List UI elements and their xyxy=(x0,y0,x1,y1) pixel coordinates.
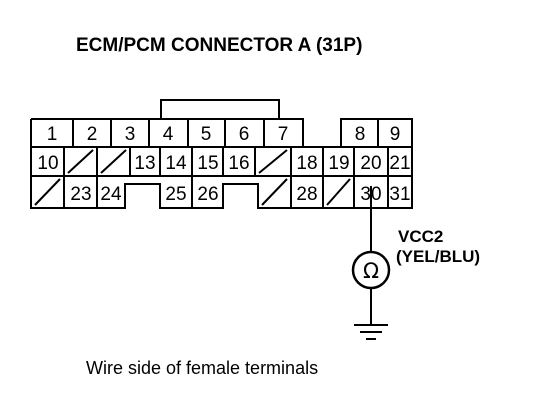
ground-icon xyxy=(354,324,388,340)
pin-10: 10 xyxy=(37,153,58,174)
pin-28: 28 xyxy=(296,184,317,205)
pin-2: 2 xyxy=(87,124,98,145)
pin-3: 3 xyxy=(125,124,136,145)
blank-cavity-slash xyxy=(326,178,351,206)
pin-26: 26 xyxy=(197,184,218,205)
blank-cavity-marks xyxy=(34,149,351,206)
pin-25: 25 xyxy=(165,184,186,205)
blank-cavity-slash xyxy=(258,149,288,174)
pin-23: 23 xyxy=(70,184,91,205)
diagram-caption: Wire side of female terminals xyxy=(86,358,318,378)
pin-5: 5 xyxy=(201,124,212,145)
pin-9: 9 xyxy=(390,124,401,145)
cavity-dividers xyxy=(63,119,389,208)
pin-15: 15 xyxy=(197,153,218,174)
pin-14: 14 xyxy=(165,153,187,174)
pin-7: 7 xyxy=(278,124,289,145)
pin-1: 1 xyxy=(47,124,58,145)
pin-20: 20 xyxy=(360,153,381,174)
pin-19: 19 xyxy=(328,153,349,174)
ohm-symbol: Ω xyxy=(363,259,379,283)
blank-cavity-slash xyxy=(261,178,288,206)
connector-outline xyxy=(30,118,413,209)
diagram-title: ECM/PCM CONNECTOR A (31P) xyxy=(76,35,362,56)
signal-name: VCC2 xyxy=(398,227,443,246)
pin-13: 13 xyxy=(134,153,155,174)
pin-8: 8 xyxy=(355,124,366,145)
connector-latch xyxy=(160,99,280,118)
ohmmeter-icon: Ω xyxy=(351,250,391,290)
blank-cavity-slash xyxy=(34,178,61,206)
wire-color: (YEL/BLU) xyxy=(396,247,480,266)
pin-31: 31 xyxy=(389,184,410,205)
pin-4: 4 xyxy=(163,124,174,145)
pin-18: 18 xyxy=(296,153,317,174)
pin-6: 6 xyxy=(239,124,250,145)
pin-16: 16 xyxy=(228,153,249,174)
pin-24: 24 xyxy=(100,184,122,205)
pin-21: 21 xyxy=(389,153,410,174)
blank-cavity-slash xyxy=(67,149,94,174)
blank-cavity-slash xyxy=(100,149,127,174)
